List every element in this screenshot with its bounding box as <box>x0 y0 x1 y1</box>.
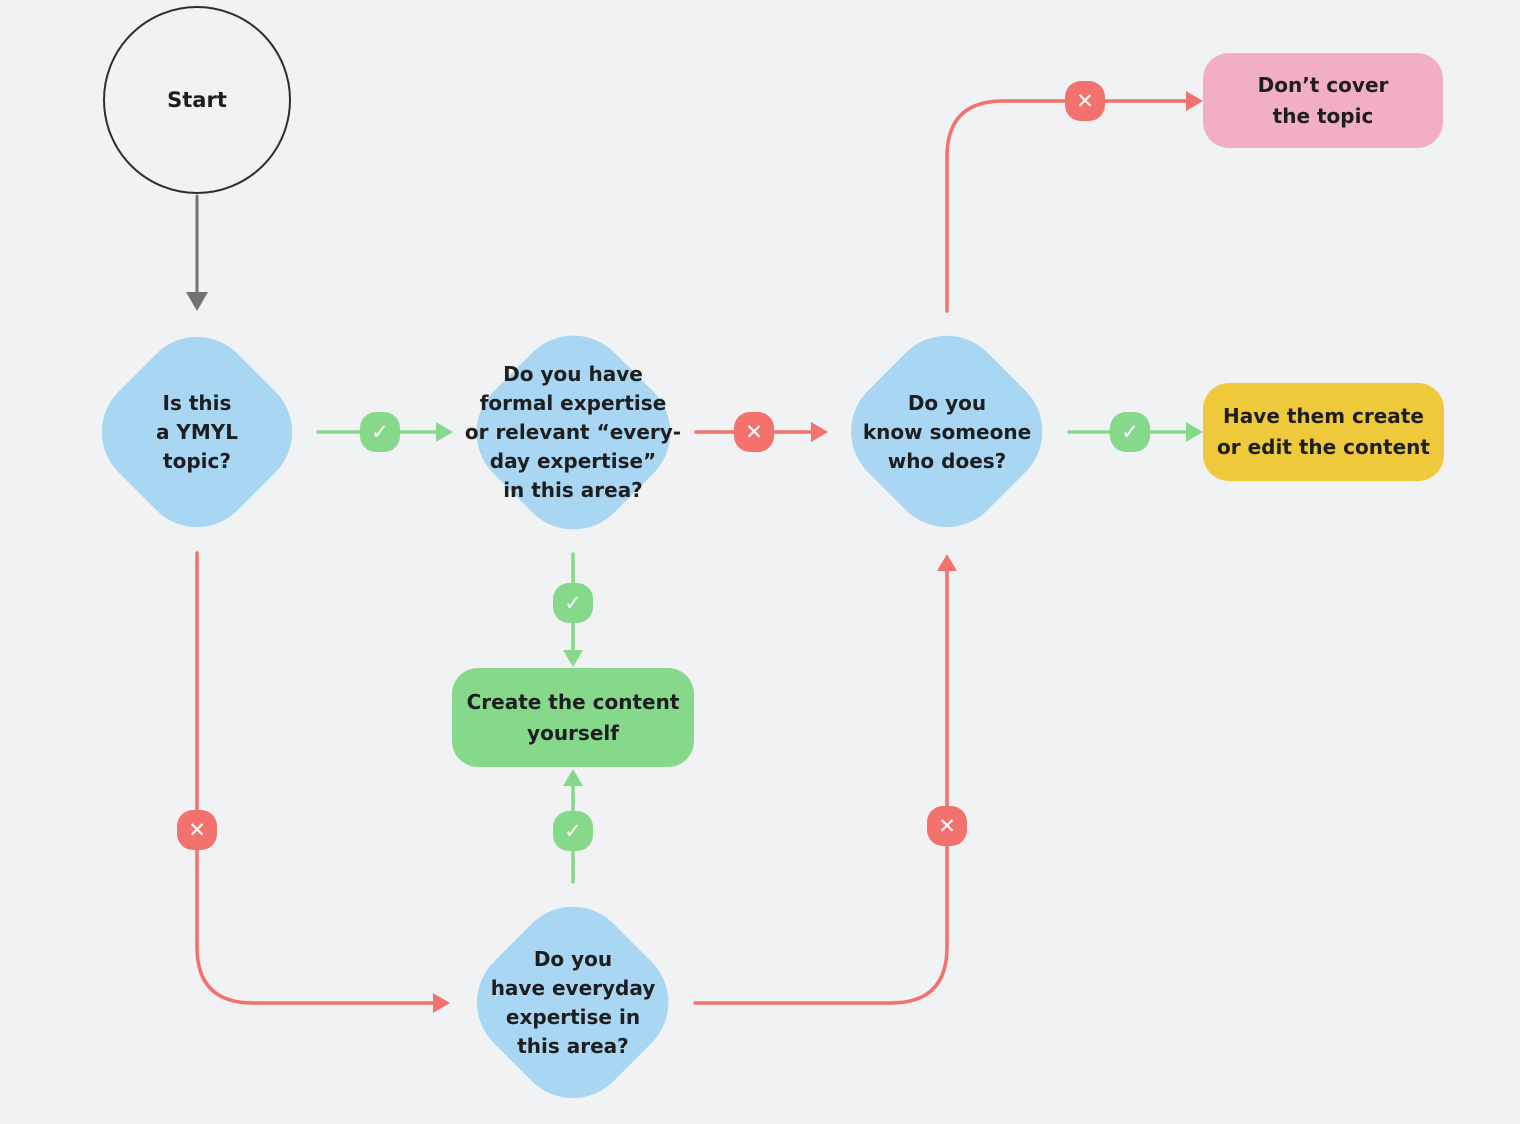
edge-ymyl-to-everyday <box>195 551 435 1005</box>
check-icon: ✓ <box>1121 419 1139 444</box>
formal-expertise-question-node: Do you have formal expertise or relevant… <box>451 310 695 554</box>
cross-icon: ✕ <box>1076 88 1094 113</box>
ymyl-question-label: Is this a YMYL topic? <box>155 390 239 473</box>
arrowhead-know-to-havethem <box>1186 422 1203 442</box>
yes-badge-know-to-havethem: ✓ <box>1110 412 1150 452</box>
know-someone-question-label: Do you know someone who does? <box>862 390 1032 473</box>
start-label: Start <box>167 87 227 112</box>
know-someone-question-node: Do you know someone who does? <box>826 311 1068 553</box>
no-badge-everyday-to-know: ✕ <box>927 806 967 846</box>
start-node: Start <box>103 6 291 194</box>
cross-icon: ✕ <box>188 817 206 842</box>
everyday-expertise-question-label: Do you have everyday expertise in this a… <box>490 947 656 1058</box>
formal-expertise-question-label: Do you have formal expertise or relevant… <box>464 361 682 502</box>
arrowhead-everyday-to-create <box>563 769 583 786</box>
edge-know-to-dontcover <box>945 99 1188 313</box>
check-icon: ✓ <box>564 590 582 615</box>
cross-icon: ✕ <box>745 419 763 444</box>
ymyl-question-node: Is this a YMYL topic? <box>77 312 317 552</box>
arrowhead-ymyl-to-formal <box>436 422 453 442</box>
yes-badge-formal-to-create: ✓ <box>553 583 593 623</box>
arrowhead-ymyl-to-everyday <box>433 993 450 1013</box>
have-them-create-label: Have them create or edit the content <box>1217 404 1430 459</box>
everyday-expertise-question-node: Do you have everyday expertise in this a… <box>452 882 694 1124</box>
have-them-create-endpoint: Have them create or edit the content <box>1203 383 1444 481</box>
no-badge-know-to-dontcover: ✕ <box>1065 81 1105 121</box>
edge-everyday-to-know <box>693 569 949 1005</box>
arrowhead-formal-to-create <box>563 650 583 667</box>
yes-badge-ymyl-to-formal: ✓ <box>360 412 400 452</box>
arrowhead-formal-to-know <box>811 422 828 442</box>
create-yourself-endpoint: Create the content yourself <box>452 668 694 767</box>
check-icon: ✓ <box>371 419 389 444</box>
no-badge-formal-to-know: ✕ <box>734 412 774 452</box>
arrowhead-start-to-ymyl <box>186 292 208 311</box>
create-yourself-label: Create the content yourself <box>466 689 680 745</box>
arrowhead-everyday-to-know <box>937 554 957 571</box>
dont-cover-endpoint: Don’t cover the topic <box>1203 53 1443 148</box>
dont-cover-label: Don’t cover the topic <box>1257 72 1389 128</box>
yes-badge-everyday-to-create: ✓ <box>553 811 593 851</box>
cross-icon: ✕ <box>938 813 956 838</box>
check-icon: ✓ <box>564 818 582 843</box>
no-badge-ymyl-to-everyday: ✕ <box>177 810 217 850</box>
arrowhead-know-to-dontcover <box>1186 91 1203 111</box>
